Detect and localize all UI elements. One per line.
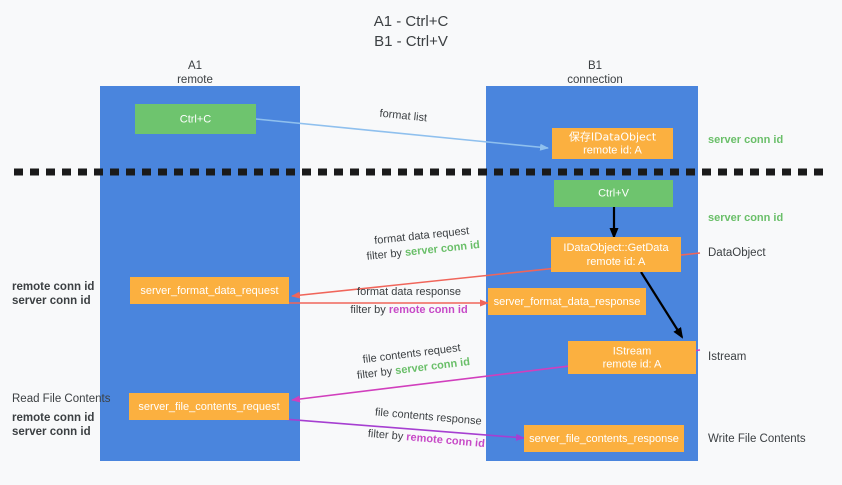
title-line-1: A1 - Ctrl+C (374, 13, 449, 30)
box-ctrl-c[interactable]: Ctrl+C (135, 104, 256, 134)
box-server-format-data-response[interactable]: server_format_data_response (488, 288, 646, 315)
right-label-server-conn-id-2: server conn id (708, 212, 783, 224)
left-label-server-conn-id-2: server conn id (12, 426, 91, 438)
title-line-2: B1 - Ctrl+V (374, 33, 448, 50)
box-server-file-contents-request-label: server_file_contents_request (138, 401, 279, 413)
left-label-read-file-contents: Read File Contents (12, 393, 111, 405)
box-save-idataobject-line2: remote id: A (583, 144, 642, 156)
box-save-idataobject[interactable]: 保存IDataObject remote id: A (552, 128, 673, 159)
lane-b1-subtitle: connection (567, 74, 623, 86)
right-label-write-file-contents: Write File Contents (708, 433, 806, 445)
box-istream-line1: IStream (613, 345, 652, 357)
box-server-file-contents-response[interactable]: server_file_contents_response (524, 425, 684, 452)
box-server-format-data-request[interactable]: server_format_data_request (130, 277, 289, 304)
box-getdata-line1: IDataObject::GetData (563, 242, 669, 254)
right-label-istream: Istream (708, 351, 746, 363)
box-server-file-contents-response-label: server_file_contents_response (529, 433, 679, 445)
box-getdata[interactable]: IDataObject::GetData remote id: A (551, 237, 681, 272)
arrow-getdata-to-istream (640, 271, 684, 339)
box-getdata-line2: remote id: A (587, 256, 646, 268)
flow-format-data-response: format data response filter by remote co… (350, 286, 467, 316)
box-ctrl-v-label: Ctrl+V (598, 187, 630, 199)
flow-format-data-response-label: format data response (357, 286, 461, 298)
arrow-format-list (255, 118, 549, 151)
flow-format-data-response-filter: filter by remote conn id (350, 304, 467, 316)
right-label-dataobject: DataObject (708, 247, 766, 259)
box-ctrl-c-label: Ctrl+C (180, 113, 212, 125)
box-ctrl-v[interactable]: Ctrl+V (554, 180, 673, 207)
left-label-server-conn-id-1: server conn id (12, 295, 91, 307)
box-server-format-data-response-label: server_format_data_response (494, 296, 641, 308)
right-label-server-conn-id-1: server conn id (708, 134, 783, 146)
box-istream-line2: remote id: A (603, 358, 662, 370)
box-istream[interactable]: IStream remote id: A (568, 341, 696, 374)
lane-a1-title: A1 (188, 60, 202, 72)
lane-a1-subtitle: remote (177, 74, 213, 86)
box-save-idataobject-line1: 保存IDataObject (569, 130, 657, 144)
box-server-format-data-request-label: server_format_data_request (140, 285, 278, 297)
flow-format-list: format list (379, 108, 428, 125)
box-server-file-contents-request[interactable]: server_file_contents_request (129, 393, 289, 420)
flow-format-list-label: format list (379, 108, 428, 125)
left-label-remote-conn-id-1: remote conn id (12, 281, 94, 293)
lane-b1-title: B1 (588, 60, 602, 72)
left-label-remote-conn-id-2: remote conn id (12, 412, 94, 424)
